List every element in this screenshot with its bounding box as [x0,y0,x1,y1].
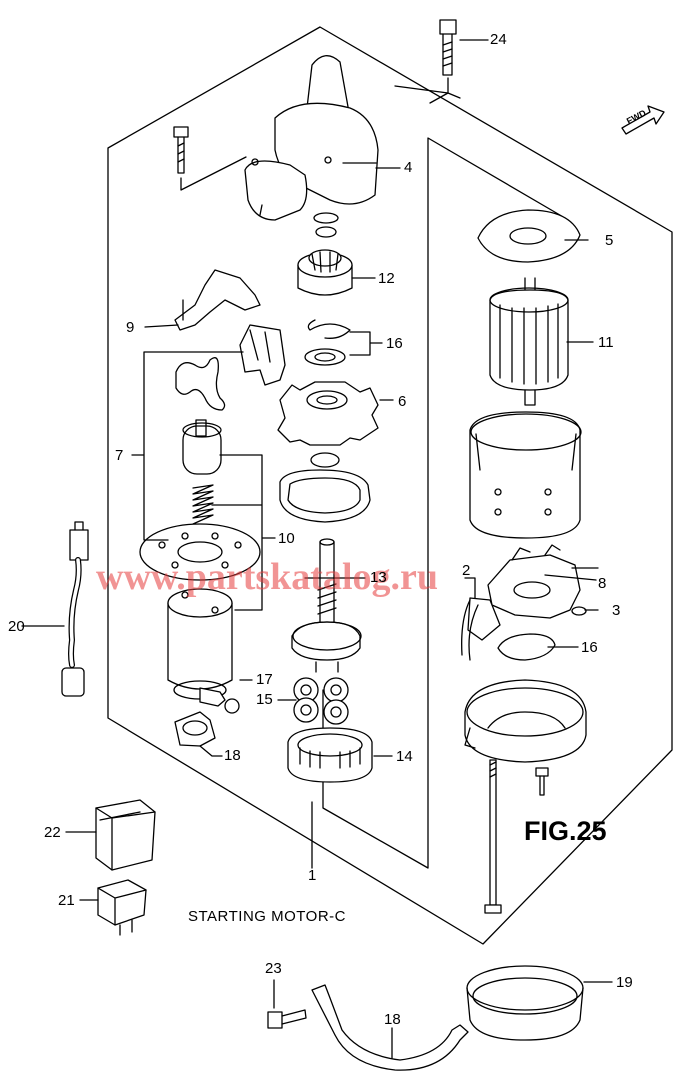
through-bolt-icon [484,759,502,914]
armature-11-icon [489,277,569,406]
callout-24: 23 [265,960,282,977]
drive-housing-4-icon [244,55,379,221]
band-20-icon [466,965,584,1041]
plate-icon [139,523,261,581]
plunger-icon [182,419,222,475]
lever-9-icon [174,269,261,331]
clamp-18-icon [174,711,216,747]
callout-7: 7 [115,447,124,464]
callout-3: 3 [612,602,621,619]
shaft-13-icon [291,538,362,673]
fwd-arrow-icon [621,105,665,135]
callout-10: 10 [278,530,295,547]
washer-icon [304,348,346,366]
snap-ring-icon [307,319,351,339]
callout-5: 5 [605,232,614,249]
bolt-24-icon [267,1009,307,1029]
callout-2: 2 [462,562,471,579]
solenoid-yoke-icon [167,588,233,700]
planet-gears-15-icon [293,677,349,725]
callout-6: 6 [398,393,407,410]
end-cover-icon [464,679,587,763]
relay-23-icon [95,799,156,871]
callout-1: 1 [308,867,317,884]
pinion-12-icon [297,249,353,296]
callout-22: 21 [58,892,75,909]
gasket-icon [279,469,371,523]
callout-23: 22 [44,824,61,841]
bolt-17-icon [199,687,240,714]
callout-17: 17 [256,671,273,688]
insulator-16-icon [497,633,556,661]
screw-icon [535,767,549,796]
plate-5-icon [477,209,581,263]
end-frame-6-icon [277,381,379,446]
ring-gear-14-icon [287,727,373,783]
yoke-housing-icon [469,411,582,539]
bolt-icon [173,126,247,191]
callout-19: 18 [384,1011,401,1028]
callout-16-top: 16 [386,335,403,352]
spring-clip-icon [175,357,226,411]
assembly-outline [107,26,673,945]
bolt-25-icon [429,19,461,104]
callout-21: 20 [8,618,25,635]
spring-icon [192,484,214,525]
callout-25: 24 [490,31,507,48]
callout-9: 9 [126,319,135,336]
callout-20: 19 [616,974,633,991]
callout-12: 12 [378,270,395,287]
relay-22-icon [97,879,147,936]
callout-16-bottom: 16 [581,639,598,656]
nut-3-icon [571,606,587,616]
callout-13: 13 [370,569,387,586]
callout-8: 8 [598,575,607,592]
callout-18: 18 [224,747,241,764]
bracket-icon [239,324,286,386]
callout-15: 15 [256,691,273,708]
watermark: www.partskatalog.ru [96,556,439,598]
figure-title: FIG.25 [524,816,607,846]
callout-4: 4 [404,159,413,176]
strap-19-icon [311,984,469,1071]
callout-11: 11 [598,334,614,351]
callout-14: 14 [396,748,413,765]
figure-caption: STARTING MOTOR-C [188,908,346,925]
o-ring-icon [310,452,340,468]
brush-holder-icon [461,544,581,661]
lead-wire-21-icon [61,521,89,697]
